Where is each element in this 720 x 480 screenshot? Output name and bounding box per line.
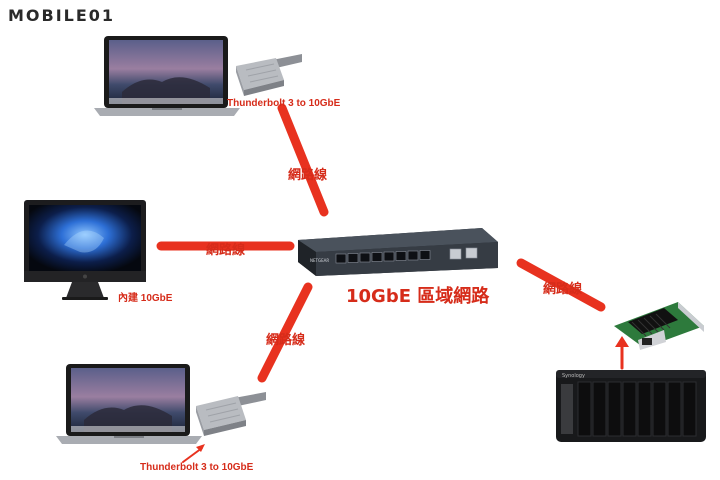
network-switch: NETGEAR (298, 228, 498, 276)
thunderbolt-adapter-bottom-icon (196, 392, 266, 436)
cable-label-bottom: 網路線 (266, 333, 306, 348)
link-line-top-macbook (277, 103, 329, 217)
macbook-bottom-laptop (56, 364, 202, 444)
link-line-bottom-macbook (257, 282, 313, 383)
arrow-bottom-adapter (182, 447, 203, 463)
arrowhead-bottom-adapter (196, 444, 205, 452)
adapter-label-bottom: Thunderbolt 3 to 10GbE (140, 462, 254, 473)
thunderbolt-adapter-top-icon (236, 54, 302, 96)
imac-pro-computer (24, 200, 146, 300)
network-card-icon (614, 302, 704, 350)
mobile01-watermark-logo: MOBILE01 (8, 6, 116, 25)
macbook-top-laptop (94, 36, 240, 116)
adapter-label-top: Thunderbolt 3 to 10GbE (227, 98, 341, 109)
cable-label-top: 網路線 (288, 168, 328, 183)
arrowhead-nas-card (615, 336, 629, 347)
synology-nas: Synology (556, 370, 706, 442)
switch-brand-label: NETGEAR (310, 258, 329, 263)
cable-label-nas: 網路線 (543, 282, 583, 297)
cable-label-imac: 網路線 (206, 243, 246, 258)
port-label-imac: 內建 10GbE (118, 293, 173, 304)
nas-brand-label: Synology (562, 373, 585, 379)
link-line-nas (516, 258, 606, 312)
network-title: 10GbE 區域網路 (346, 286, 490, 307)
